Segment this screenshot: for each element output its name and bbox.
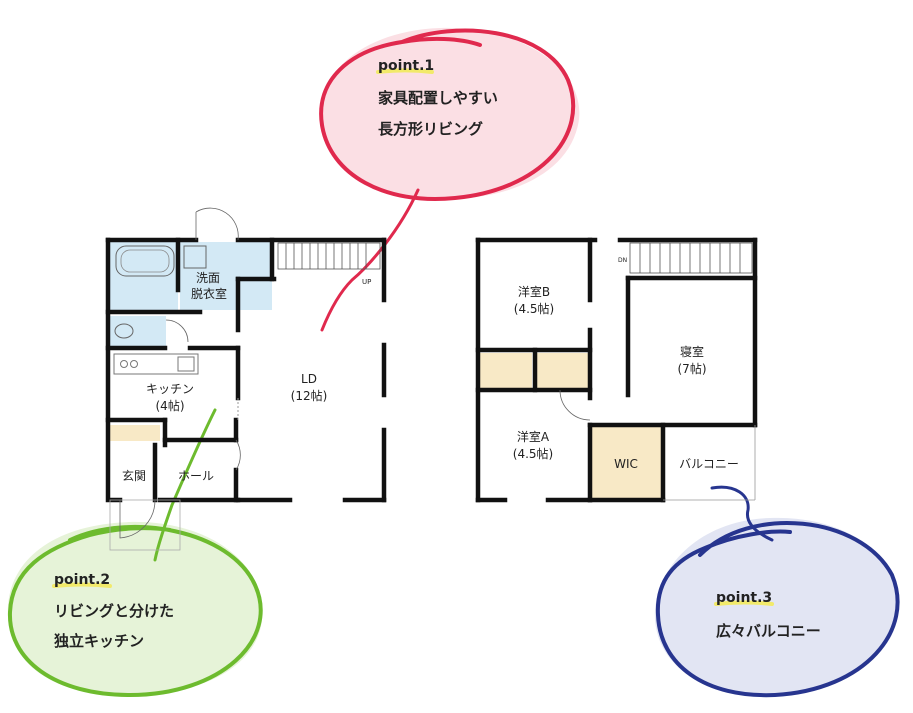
point3-pointer-line xyxy=(710,485,774,542)
point1-label: point.1 xyxy=(378,58,434,74)
point3-bubble-fill xyxy=(654,517,899,696)
shoe-storage-1f xyxy=(110,425,160,441)
stairs-up-label: UP xyxy=(362,278,371,286)
point1-text-line2: 長方形リビング xyxy=(378,120,483,138)
youshitsu-a-label: 洋室A xyxy=(517,429,550,444)
point1-bubble-outline xyxy=(319,28,576,201)
point2-bubble-fill xyxy=(7,521,263,696)
youshitsu-a-size-label: (4.5帖) xyxy=(513,446,553,461)
point3-callout: point.3 広々バルコニー xyxy=(654,485,900,698)
balcony-label: バルコニー xyxy=(679,457,739,471)
stairs-1f xyxy=(277,242,381,270)
washroom-label-1: 洗面 xyxy=(196,271,220,285)
genkan-label: 玄関 xyxy=(122,468,146,483)
wic-area xyxy=(591,426,662,498)
storage-b-right xyxy=(537,353,589,389)
doors-2f xyxy=(559,389,756,501)
point1-pointer-line xyxy=(320,188,420,332)
point2-callout: point.2 リビングと分けた 独立キッチン xyxy=(7,408,263,698)
shinshitsu-size-label: (7帖) xyxy=(678,361,707,376)
kitchen-counter xyxy=(113,353,199,375)
youshitsu-b-label: 洋室B xyxy=(518,284,550,299)
stairs-2f xyxy=(629,242,753,274)
point3-bubble-outline xyxy=(655,520,900,698)
hall-label: ホール xyxy=(178,469,214,483)
shinshitsu-label: 寝室 xyxy=(680,344,704,359)
toilet-area xyxy=(110,316,166,346)
walls-2f xyxy=(475,237,758,503)
ld-label: LD xyxy=(301,372,317,386)
wic-label: WIC xyxy=(614,457,638,471)
point1-label-underline xyxy=(376,68,434,74)
stairs-dn-label: DN xyxy=(618,257,627,264)
floor-plan-2f: 洋室B (4.5帖) 洋室A (4.5帖) 寝室 (7帖) WIC バルコニー … xyxy=(475,237,758,503)
point1-callout: point.1 家具配置しやすい 長方形リビング xyxy=(319,27,580,332)
point3-label: point.3 xyxy=(716,590,772,606)
toilet-fixture xyxy=(114,323,134,339)
youshitsu-b-size-label: (4.5帖) xyxy=(514,301,554,316)
point2-label-underline xyxy=(52,582,112,588)
floor-plan-1f: 洗面 脱衣室 キッチン (4帖) LD (12帖) 玄関 ホール UP xyxy=(105,207,387,551)
point3-label-underline xyxy=(714,600,774,606)
washroom-area xyxy=(180,242,272,310)
washroom-label-2: 脱衣室 xyxy=(191,286,227,301)
wash-basin xyxy=(183,245,207,269)
walls-1f xyxy=(105,237,387,503)
doors-1f xyxy=(109,207,241,551)
ld-size-label: (12帖) xyxy=(291,388,328,403)
point2-text-line1: リビングと分けた xyxy=(54,602,174,620)
bathtub xyxy=(115,245,175,277)
point1-text-line1: 家具配置しやすい xyxy=(378,89,498,107)
point2-label: point.2 xyxy=(54,572,110,588)
point2-bubble-outline xyxy=(7,524,263,698)
storage-b-left xyxy=(480,353,532,389)
kitchen-size-label: (4帖) xyxy=(156,398,185,413)
point2-text-line2: 独立キッチン xyxy=(54,632,144,650)
point3-text-line1: 広々バルコニー xyxy=(716,622,821,640)
kitchen-label: キッチン xyxy=(146,382,194,396)
